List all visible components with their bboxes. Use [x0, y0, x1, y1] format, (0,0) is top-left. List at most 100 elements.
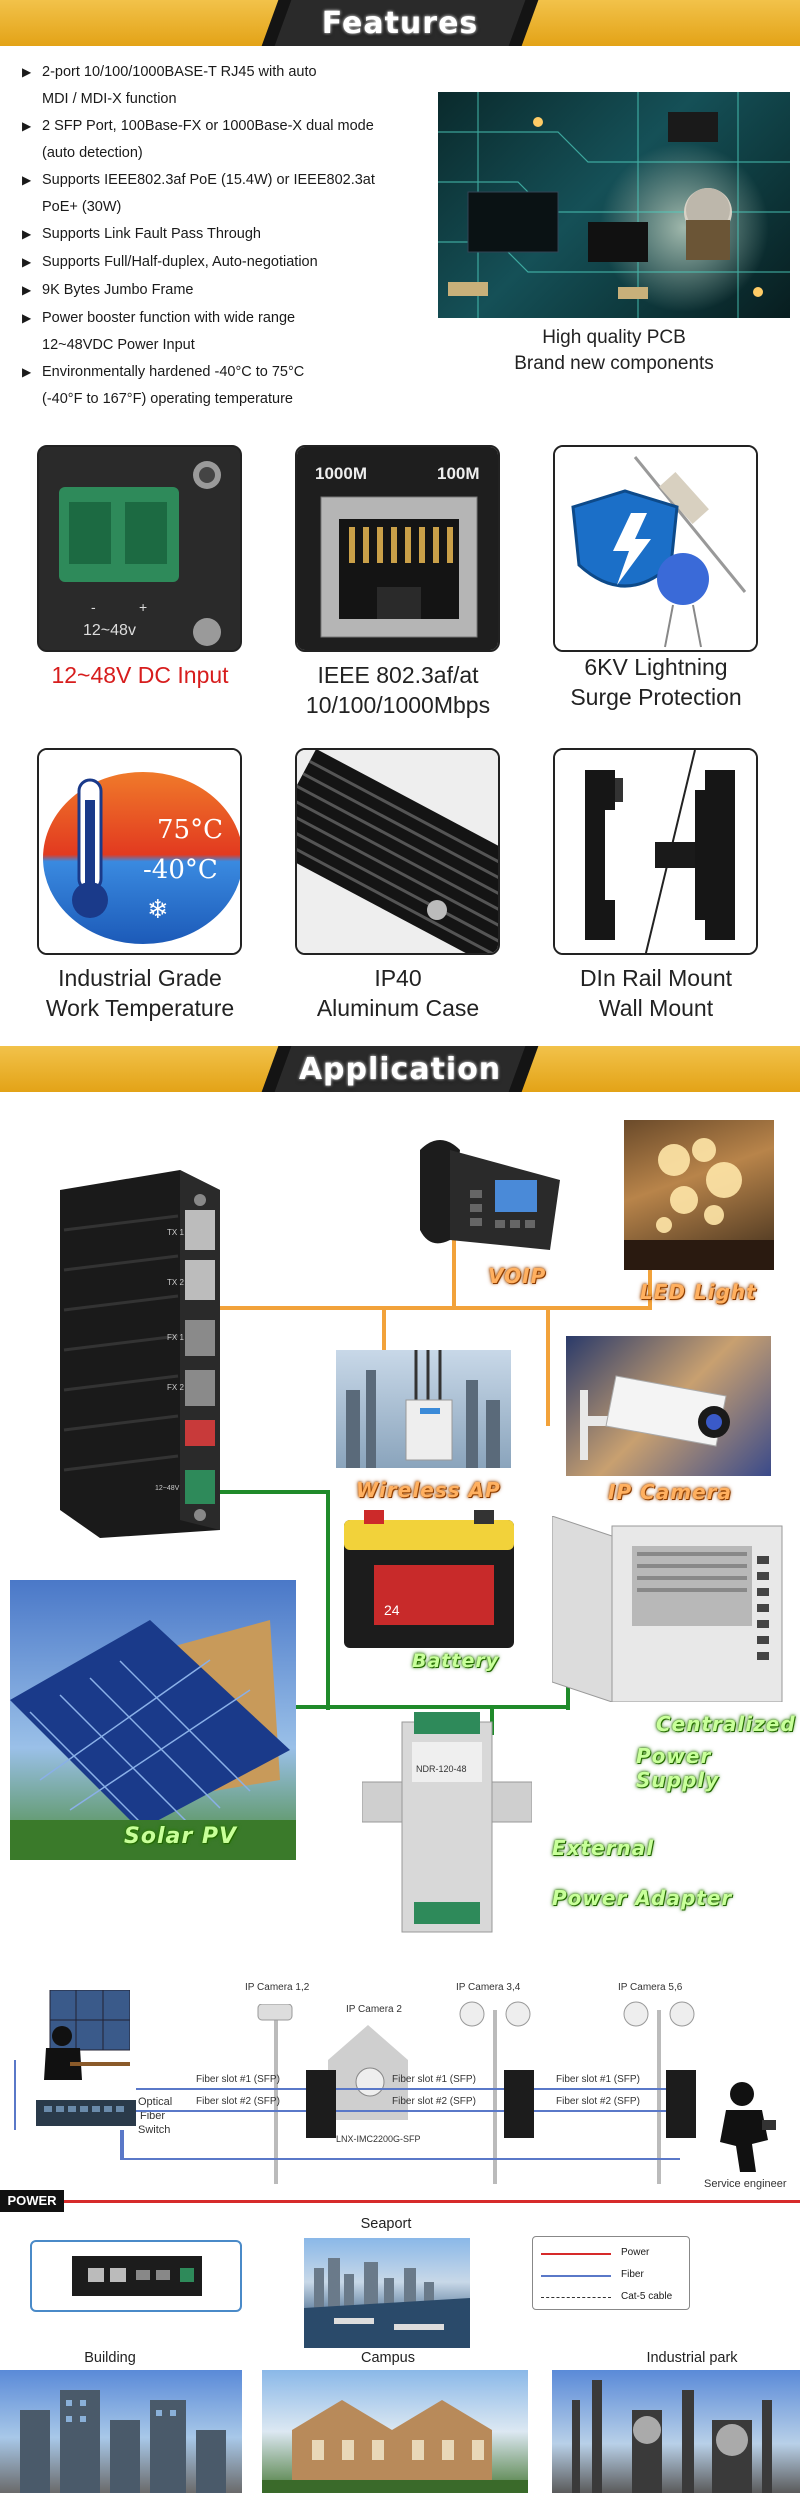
engineer-icon — [720, 2082, 776, 2172]
svg-text:NDR-120-48: NDR-120-48 — [416, 1764, 467, 1774]
ieee-caption: IEEE 802.3af/at 10/100/1000Mbps — [305, 662, 491, 718]
operator-icon — [44, 1990, 130, 2080]
power-line — [64, 2200, 800, 2203]
switch-label-2: Fiber — [140, 2110, 166, 2122]
service-engineer-label: Service engineer — [704, 2178, 787, 2190]
power-supply-box-image — [552, 1516, 787, 1702]
fiber-slot-1-label: Fiber slot #1 (SFP) — [196, 2074, 280, 2085]
green-wire-4 — [566, 1670, 570, 1710]
line-legend: Power Fiber Cat-5 cable — [532, 2236, 690, 2310]
svg-text:+: + — [139, 599, 147, 615]
green-wire-1 — [200, 1490, 330, 1494]
industrial-caption: Industrial park — [646, 2350, 738, 2366]
converter-box-2 — [504, 2070, 534, 2138]
green-wire-3 — [326, 1705, 566, 1709]
svg-text:100M: 100M — [437, 464, 480, 483]
svg-text:12~48v: 12~48v — [83, 622, 136, 639]
campus-caption: Campus — [361, 2350, 415, 2366]
external-label-1: External — [552, 1836, 655, 1860]
external-label-2: Power Adapter — [552, 1886, 733, 1910]
legend-fiber: Fiber — [541, 2269, 681, 2283]
switch-icon — [36, 2100, 136, 2126]
fiber-line-1 — [136, 2088, 306, 2090]
wireless-ap-image — [336, 1350, 511, 1468]
camera-pole-3 — [614, 2000, 704, 2184]
led-light-image — [624, 1120, 774, 1270]
device-side-icon — [72, 2256, 202, 2296]
seaport-image — [304, 2238, 470, 2348]
fiber-line-2 — [136, 2110, 306, 2112]
features-banner: Features — [0, 0, 800, 46]
svg-text:-: - — [91, 599, 96, 615]
feature-item: Supports Full/Half-duplex, Auto-negotiat… — [20, 248, 440, 276]
ip40-caption: IP40 Aluminum Case — [316, 965, 480, 1021]
surge-card — [553, 445, 758, 652]
chandelier-icon — [624, 1138, 774, 1270]
building-caption: Building — [84, 2350, 136, 2366]
fiber-line-5 — [534, 2088, 666, 2090]
aluminum-case-icon — [297, 750, 498, 953]
feature-list: 2-port 10/100/1000BASE-T RJ45 with autoM… — [20, 58, 440, 412]
optical-switch-image — [36, 2100, 136, 2126]
rj45-card: 1000M 100M — [295, 445, 500, 652]
service-engineer-image — [712, 2080, 782, 2176]
din-power-adapter-icon: NDR-120-48 — [362, 1712, 532, 1933]
temperature-caption: Industrial Grade Work Temperature — [45, 965, 235, 1021]
camera-label-1: IP Camera 1,2 — [245, 1982, 310, 1993]
centralized-label-1: Centralized — [656, 1712, 796, 1736]
fiber-line-3 — [336, 2088, 504, 2090]
camera-label-3: IP Camera 3,4 — [456, 1982, 521, 1993]
led-light-label: LED Light — [640, 1280, 757, 1304]
device-illustration: TX 1 TX 2 FX 1 FX 2 12~48V — [60, 1170, 220, 1538]
access-point-icon — [346, 1350, 500, 1468]
svg-text:FX 1: FX 1 — [167, 1333, 184, 1342]
feature-item: Supports IEEE802.3af PoE (15.4W) or IEEE… — [20, 166, 440, 220]
green-wire-6 — [280, 1705, 330, 1709]
fiber-line-4 — [336, 2110, 504, 2112]
svg-text:12~48V: 12~48V — [155, 1485, 180, 1492]
feature-item: 2 SFP Port, 100Base-FX or 1000Base-X dua… — [20, 112, 440, 166]
seaport-photo — [304, 2258, 470, 2348]
phone-icon — [420, 1140, 560, 1250]
converter-box-1 — [306, 2070, 336, 2138]
power-box-icon — [552, 1516, 783, 1702]
terminal-block-icon: - + 12~48v — [39, 447, 240, 650]
solar-pv-label: Solar PV — [124, 1824, 238, 1849]
seaport-caption: Seaport — [360, 2216, 412, 2232]
ip-camera-label: IP Camera — [608, 1480, 732, 1504]
centralized-label-2: Power Supply — [636, 1744, 720, 1792]
green-wire-7 — [490, 1705, 494, 1735]
temperature-card: 75°C -40°C ❄ — [37, 748, 242, 955]
fiber-line-down — [120, 2130, 124, 2160]
green-wire-2 — [326, 1490, 330, 1710]
fiber-line-bottom — [120, 2158, 680, 2160]
pcb-image — [438, 92, 790, 318]
orange-wire-cam — [546, 1306, 550, 1426]
surge-caption: 6KV Lightning Surge Protection — [570, 654, 742, 710]
fiber-slot-2-label: Fiber slot #2 (SFP) — [196, 2096, 280, 2107]
pcb-caption: High quality PCB Brand new components — [514, 327, 714, 374]
legend-cat5: Cat-5 cable — [541, 2291, 681, 2305]
switch-label-1: Optical — [138, 2096, 173, 2108]
building-photo — [20, 2390, 226, 2493]
campus-photo — [262, 2400, 528, 2493]
pole-camera-icon — [459, 2001, 531, 2184]
fiber-slot-1-label: Fiber slot #1 (SFP) — [392, 2074, 476, 2085]
svg-text:-40°C: -40°C — [143, 855, 218, 885]
svg-text:75°C: 75°C — [157, 815, 223, 845]
building-image — [0, 2370, 242, 2493]
camera-pole-2 — [450, 2000, 540, 2184]
solar-house-icon — [10, 1620, 296, 1860]
camera-label-2: IP Camera 2 — [346, 2004, 402, 2015]
orange-wire-ap — [382, 1306, 386, 1358]
mount-caption: DIn Rail Mount Wall Mount — [579, 965, 733, 1021]
pole-camera-icon — [623, 2001, 695, 2184]
pcb-illustration — [438, 92, 790, 318]
fiber-line-left — [14, 2060, 16, 2130]
legend-power: Power — [541, 2247, 681, 2261]
pole-camera-icon — [257, 2004, 293, 2184]
power-adapter-image: NDR-120-48 — [362, 1712, 532, 1940]
camera-icon — [580, 1375, 730, 1460]
lightning-shield-icon — [555, 447, 756, 650]
operator-image — [10, 1990, 130, 2090]
